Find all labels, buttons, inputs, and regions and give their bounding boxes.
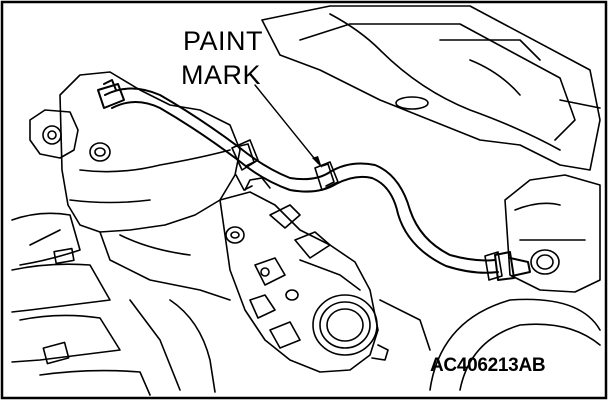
callout-label-line2: MARK <box>181 60 262 90</box>
figure-code: AC406213AB <box>430 355 546 376</box>
paint-mark-arrowhead <box>312 156 322 168</box>
hose-clamp-1 <box>231 139 259 191</box>
paint-mark-leader-line <box>254 84 319 164</box>
callout-label-line1: PAINT <box>183 26 264 56</box>
hose-clamp-3 <box>484 251 503 281</box>
intake-manifold <box>11 71 241 396</box>
engine-cover <box>261 5 601 171</box>
right-side-components <box>379 174 601 391</box>
throttle-body <box>219 177 389 373</box>
hose-clamp-2 <box>314 161 339 191</box>
